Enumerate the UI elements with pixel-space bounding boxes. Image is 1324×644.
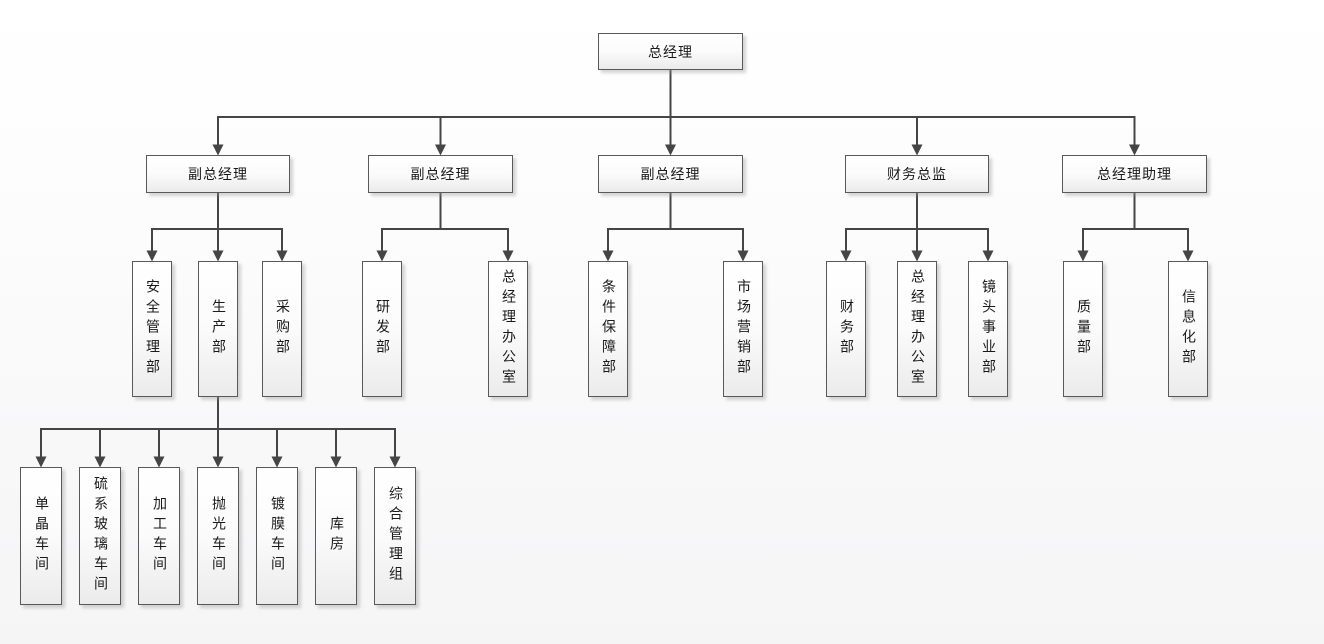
org-node-deputy-gm-1: 副总经理 xyxy=(146,155,290,193)
org-node-warehouse: 库房 xyxy=(315,467,357,605)
org-node-lens-business-dept: 镜头事业部 xyxy=(968,261,1008,397)
org-node-quality-dept: 质量部 xyxy=(1063,261,1103,397)
org-node-gm-office-1: 总经理办公室 xyxy=(488,261,528,397)
org-node-deputy-gm-3: 副总经理 xyxy=(598,155,743,193)
org-node-gm-assistant: 总经理助理 xyxy=(1062,155,1207,193)
org-node-purchasing-dept: 采购部 xyxy=(262,261,302,397)
org-node-finance-dept: 财务部 xyxy=(826,261,866,397)
org-node-finance-director: 财务总监 xyxy=(845,155,989,193)
org-node-coating-workshop: 镀膜车间 xyxy=(256,467,298,605)
org-node-safety-management-dept: 安全管理部 xyxy=(132,261,172,397)
org-node-general-manager: 总经理 xyxy=(598,33,743,70)
org-node-production-dept: 生产部 xyxy=(198,261,238,397)
org-node-conditions-support-dept: 条件保障部 xyxy=(588,261,628,397)
org-node-general-management-group: 综合管理组 xyxy=(374,467,416,605)
org-node-marketing-dept: 市场营销部 xyxy=(723,261,763,397)
org-node-informatization-dept: 信息化部 xyxy=(1168,261,1208,397)
org-node-chalcogenide-glass-workshop: 硫系玻璃车间 xyxy=(79,467,121,605)
org-node-rd-dept: 研发部 xyxy=(362,261,402,397)
org-node-deputy-gm-2: 副总经理 xyxy=(368,155,513,193)
org-node-polishing-workshop: 抛光车间 xyxy=(197,467,239,605)
org-node-monocrystal-workshop: 单晶车间 xyxy=(20,467,62,605)
org-node-processing-workshop: 加工车间 xyxy=(138,467,180,605)
org-node-gm-office-2: 总经理办公室 xyxy=(897,261,937,397)
